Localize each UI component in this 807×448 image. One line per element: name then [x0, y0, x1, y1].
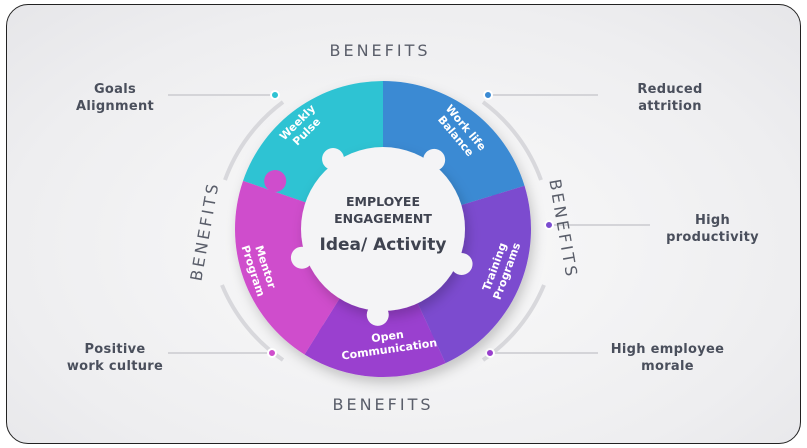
outcome-positive-work-culture: Positive work culture: [55, 341, 175, 375]
outcome-line: Reduced: [637, 82, 703, 97]
segment-label: Open: [371, 328, 405, 345]
outcome-line: attrition: [638, 99, 702, 114]
outcome-line: Goals: [93, 82, 137, 97]
center-knob: [423, 148, 446, 171]
outcome-line: Alignment: [75, 99, 155, 114]
outcome-goals-alignment: Goals Alignment: [60, 81, 170, 115]
center-knob: [290, 246, 313, 269]
outcome-line: work culture: [66, 359, 164, 374]
outcome-line: Positive: [84, 342, 146, 357]
outcome-line: High: [694, 213, 731, 228]
center-knob: [366, 303, 389, 326]
center-line-1: EMPLOYEE: [346, 194, 420, 209]
benefits-label-left: BENEFITS: [186, 180, 222, 283]
connector-dots: [267, 90, 554, 358]
outcome-reduced-attrition: Reduced attrition: [615, 81, 725, 115]
outcome-high-employee-morale: High employee morale: [600, 341, 735, 375]
center-line-2: ENGAGEMENT: [334, 211, 432, 226]
puzzle-tab: [264, 170, 287, 193]
center-knob: [322, 147, 345, 170]
segment-piece: [408, 185, 531, 364]
outcome-line: morale: [641, 359, 694, 374]
center-title: Idea/ Activity: [320, 235, 447, 255]
outcome-line: High employee: [610, 342, 725, 357]
benefits-label-bottom: BENEFITS: [332, 395, 433, 414]
center-circle: [301, 147, 465, 311]
outcome-line: productivity: [666, 230, 759, 245]
benefits-label-top: BENEFITS: [329, 41, 430, 60]
connector-lines: [168, 94, 650, 354]
outcome-high-productivity: High productivity: [655, 212, 770, 246]
segment-training-programs[interactable]: Training Programs: [478, 236, 523, 302]
center-knob: [450, 252, 473, 275]
